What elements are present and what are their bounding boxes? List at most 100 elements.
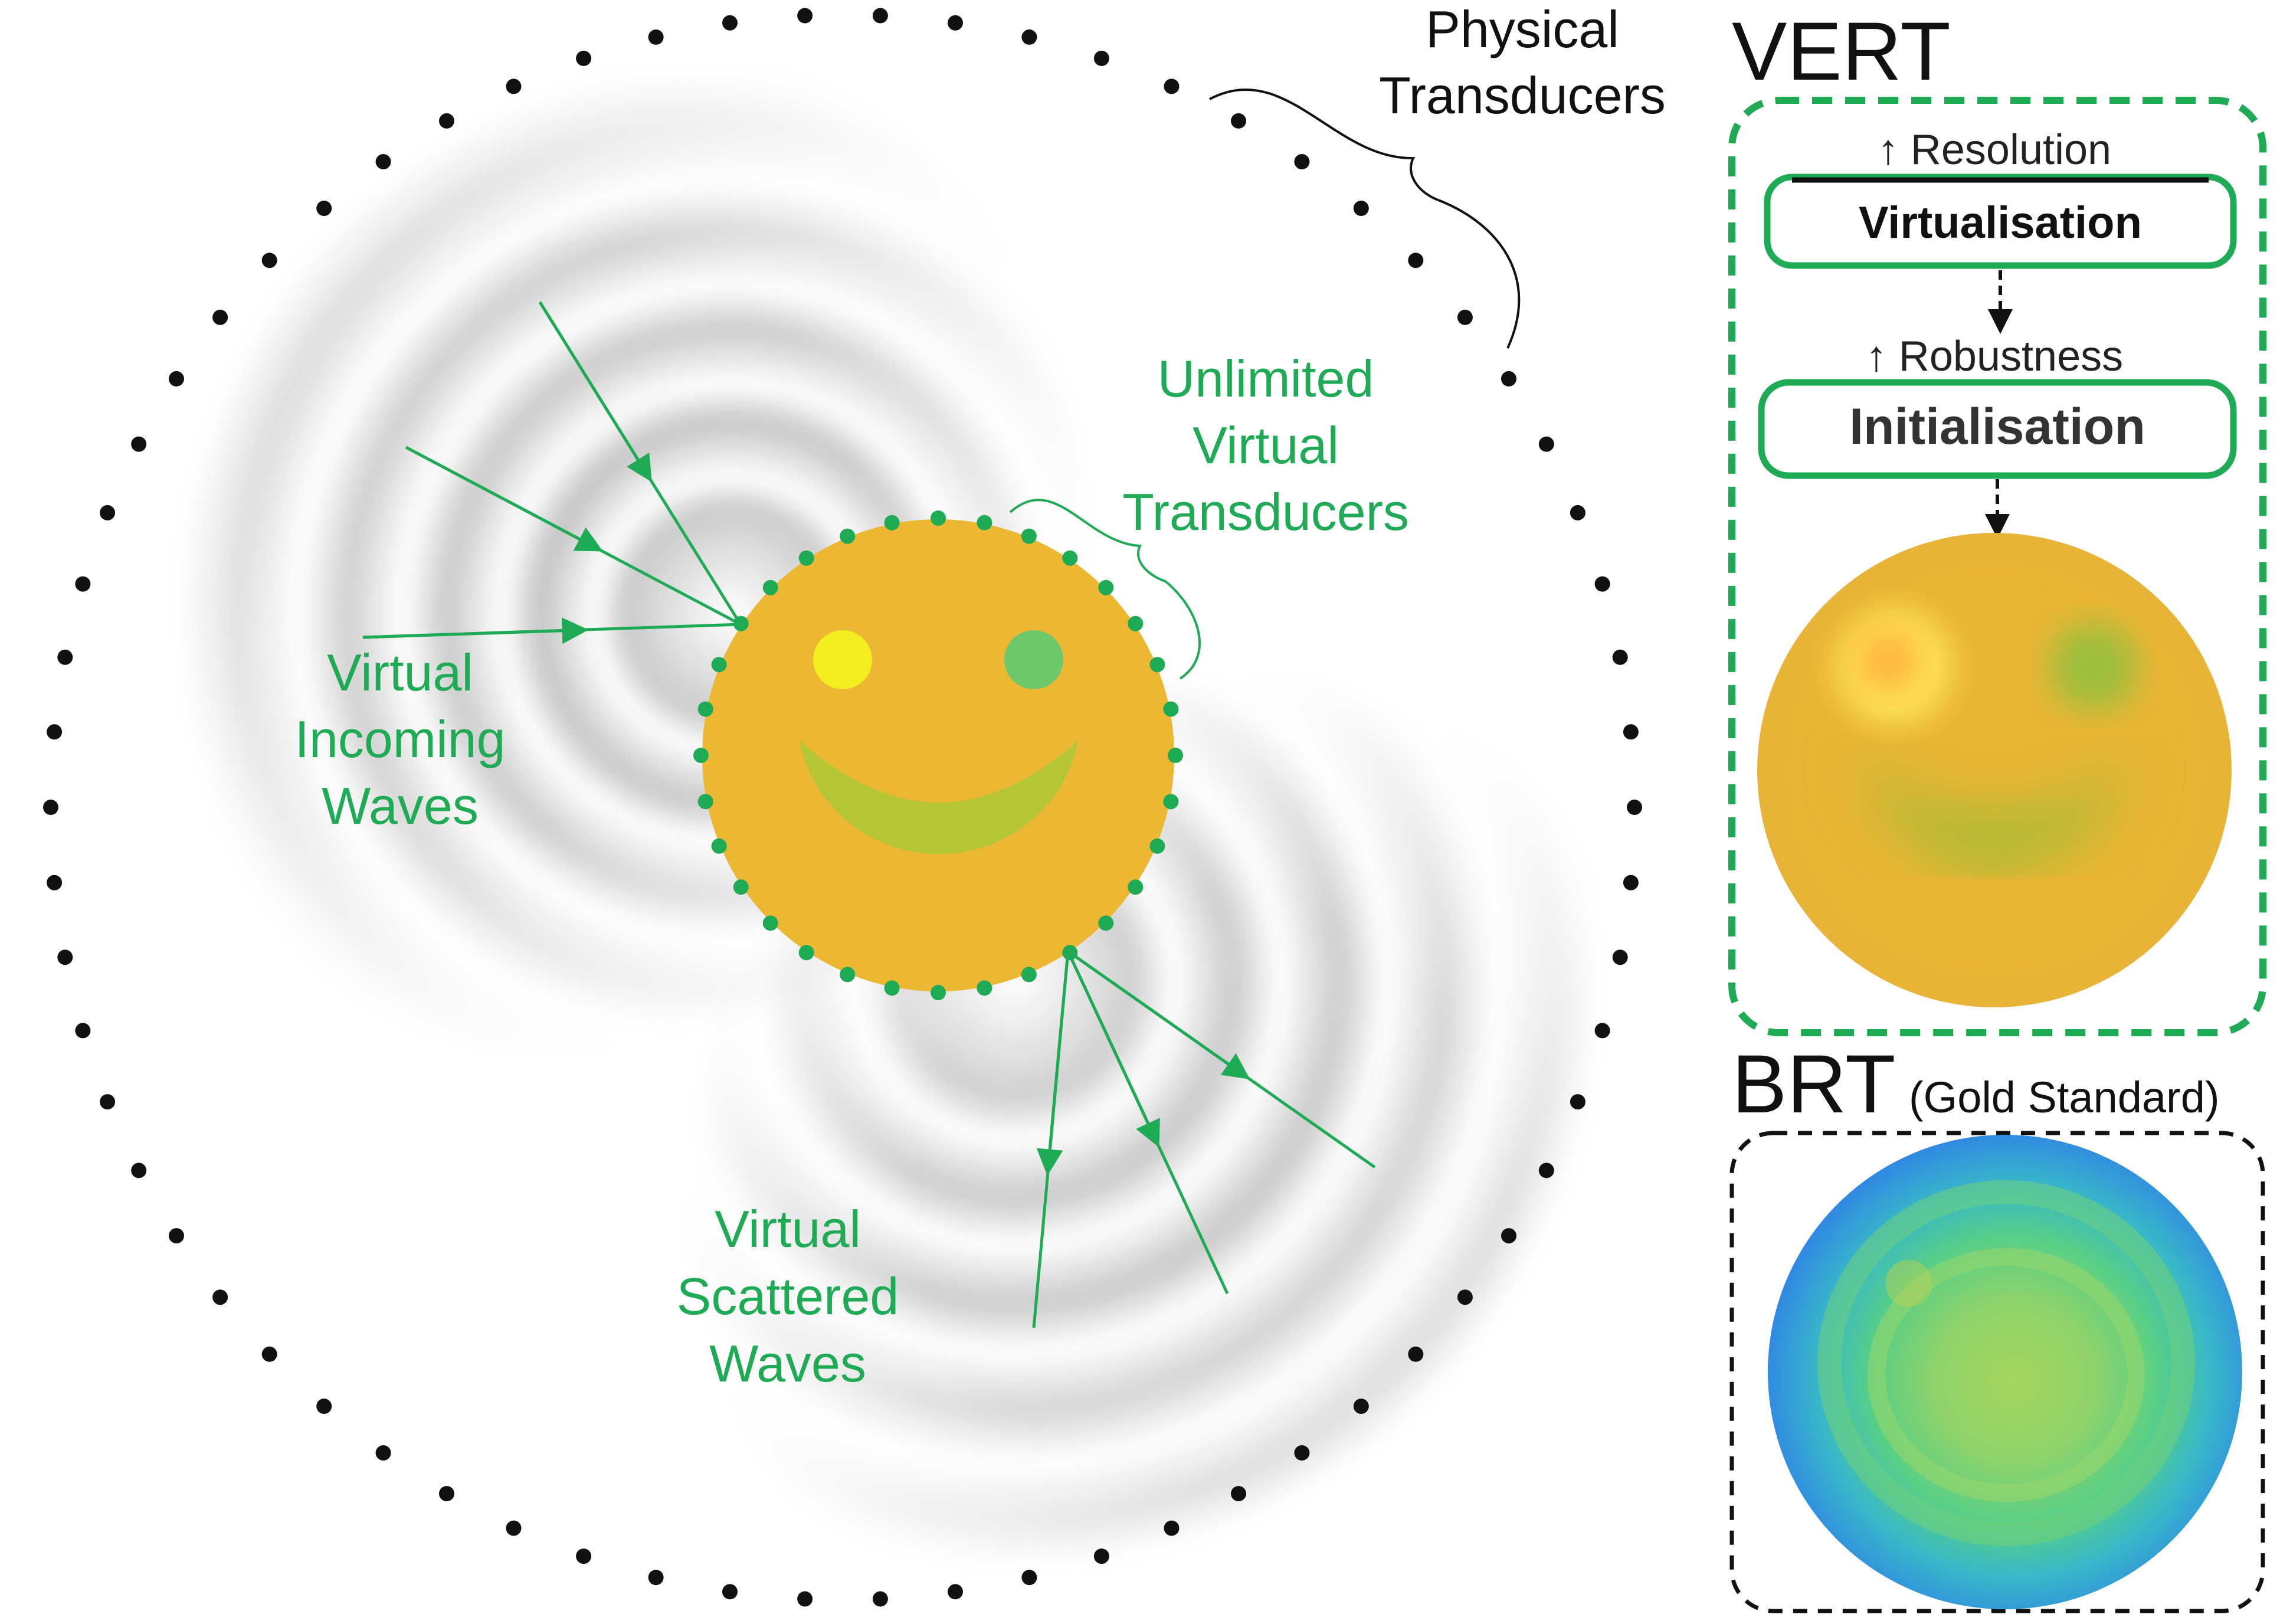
virtual-scattered-waves-label-line: Waves (709, 1334, 866, 1393)
unlimited-virtual-transducers-label-line: Virtual (1193, 416, 1339, 474)
physical-transducer-dot (506, 1520, 522, 1536)
incoming-ray-arrowhead (538, 301, 652, 483)
physical-transducer-dot (1408, 253, 1424, 269)
physical-transducer-dot (1021, 1570, 1037, 1586)
virtual-transducer-dot (1021, 967, 1037, 983)
virtual-incoming-waves-label-line: Incoming (294, 710, 505, 768)
physical-transducer-dot (212, 309, 228, 325)
physical-transducer-dot (576, 50, 592, 66)
physical-transducer-dot (131, 1163, 147, 1178)
virtual-transducer-dot (1149, 657, 1165, 673)
initialisation-label: Initialisation (1849, 398, 2145, 455)
physical-transducer-dot (1408, 1346, 1424, 1362)
smiley-face (702, 519, 1174, 991)
physical-transducers-label-line: Physical (1426, 0, 1619, 58)
physical-transducer-dot (1594, 1023, 1610, 1039)
physical-transducer-dot (872, 1591, 888, 1607)
vert-reconstruction-image (1757, 533, 2232, 1007)
virtual-scattered-waves-label-line: Scattered (677, 1267, 899, 1325)
physical-transducer-dot (75, 1023, 91, 1039)
physical-transducer-dot (100, 505, 116, 520)
physical-transducer-dot (375, 1445, 391, 1461)
physical-transducer-dot (506, 78, 522, 94)
physical-transducer-dot (43, 800, 58, 815)
incoming-ray-arrowhead (362, 617, 589, 644)
physical-transducer-dot (1457, 309, 1473, 325)
physical-transducer-dot (1164, 78, 1180, 94)
virtual-transducer-dot (1098, 915, 1114, 931)
virtual-transducer-dot (884, 980, 900, 996)
virtual-transducer-dot (931, 510, 946, 526)
physical-transducers-brace (1209, 89, 1521, 349)
physical-transducer-dot (100, 1094, 116, 1110)
virtual-transducer-dot (1163, 794, 1179, 810)
physical-transducer-dot (1623, 724, 1639, 740)
physical-transducer-dot (169, 371, 184, 387)
virtual-transducer-dot (1062, 550, 1078, 566)
virtual-scattered-waves-label: Virtual Scattered Waves (677, 1200, 899, 1393)
unlimited-virtual-transducers-label-line: Transducers (1122, 483, 1409, 541)
physical-transducers-label-line: Transducers (1379, 66, 1666, 125)
physical-transducer-dot (1353, 1399, 1369, 1414)
scattered-ray-arrowhead (1036, 951, 1070, 1176)
physical-transducer-dot (1570, 1094, 1585, 1110)
virtual-transducer-dot (840, 967, 856, 983)
smiley-right-eye (1004, 630, 1063, 689)
virtual-transducer-dot (711, 838, 727, 854)
physical-transducer-dot (212, 1289, 228, 1305)
virtual-transducer-dot (1149, 838, 1165, 854)
physical-transducer-dot (1501, 371, 1516, 387)
physical-transducer-dot (722, 1584, 738, 1600)
virtual-transducer-dot (1098, 579, 1114, 595)
physical-transducer-dot (576, 1548, 592, 1564)
robustness-note: ↑ Robustness (1866, 333, 2123, 380)
physical-transducer-dot (261, 253, 277, 269)
physical-transducers-label: Physical Transducers (1379, 0, 1666, 125)
virtual-scattered-waves-label-line: Virtual (715, 1200, 861, 1258)
virtual-transducer-dot (697, 794, 713, 810)
physical-transducer-dot (1093, 1548, 1109, 1564)
brt-panel: BRT (Gold Standard) (1729, 1037, 2265, 1613)
vert-title: VERT (1732, 5, 1951, 97)
physical-transducer-dot (131, 436, 147, 452)
physical-transducer-dot (439, 113, 454, 129)
scattered-wave-arrows (1032, 949, 1376, 1328)
virtual-transducer-dot (1168, 748, 1183, 763)
unlimited-virtual-transducers-label: Unlimited Virtual Transducers (1122, 349, 1409, 541)
virtual-transducer-dot (931, 985, 946, 1000)
physical-transducer-dot (439, 1486, 454, 1502)
initialisation-box (1758, 379, 2237, 479)
virtual-incoming-waves-label-line: Virtual (327, 643, 473, 702)
physical-transducer-dot (1353, 201, 1369, 216)
physical-transducer-dot (375, 154, 391, 169)
physical-transducer-dot (1457, 1289, 1473, 1305)
virtual-transducer-dot (697, 701, 713, 717)
vert-panel: VERT ↑ Resolution Virtualisation ↑ Robus… (1728, 5, 2266, 1036)
virtual-transducer-dot (977, 515, 992, 531)
physical-transducer-dot (1570, 505, 1585, 520)
physical-transducer-dot (316, 201, 332, 216)
smiley-left-eye (813, 630, 872, 689)
virtual-incoming-waves-label-line: Waves (322, 777, 479, 835)
virtual-transducer-dot (884, 515, 900, 531)
physical-transducer-dot (1538, 1163, 1554, 1178)
physical-transducer-dot (872, 8, 888, 24)
resolution-note: ↑ Resolution (1878, 126, 2111, 173)
physical-transducer-dot (1623, 875, 1639, 890)
physical-transducer-dot (1612, 649, 1628, 665)
physical-transducer-dot (1594, 576, 1610, 592)
brt-reconstruction-image (1768, 1135, 2242, 1609)
incoming-ray-arrowhead (405, 446, 603, 552)
physical-transducer-dot (648, 1570, 664, 1586)
physical-transducer-dot (57, 649, 73, 665)
physical-transducer-dot (169, 1228, 184, 1244)
virtual-transducer-dot (840, 528, 856, 544)
brt-panel-frame (1729, 1131, 2265, 1613)
smiley-object (702, 519, 1174, 991)
brt-subtitle: (Gold Standard) (1909, 1073, 2220, 1122)
physical-transducer-dot (1093, 50, 1109, 66)
virtual-transducer-dot (1021, 528, 1037, 544)
physical-transducer-dot (1627, 800, 1642, 815)
physical-transducer-dot (797, 8, 813, 24)
virtual-transducer-dot (1128, 615, 1144, 631)
